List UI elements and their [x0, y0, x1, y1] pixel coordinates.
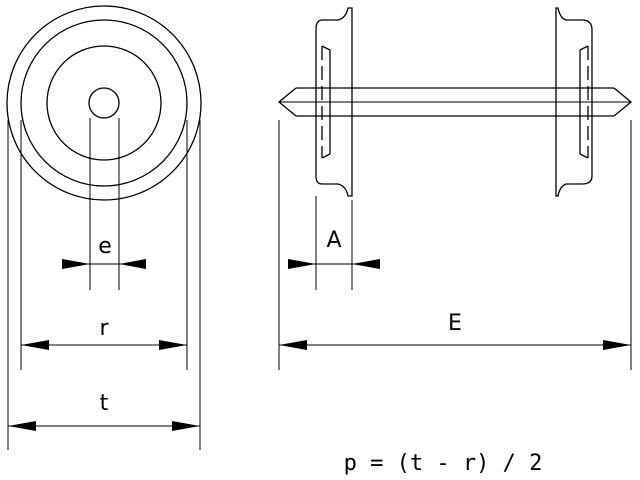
side-view-extension-lines: [7, 118, 201, 450]
wheel-tread-circle: [20, 19, 188, 187]
wheel-side-view: [6, 5, 202, 201]
label-e: e: [98, 234, 112, 259]
wheelset-front-view: [277, 7, 633, 197]
label-E: E: [448, 311, 462, 336]
label-r: r: [99, 316, 109, 341]
dimension-r: r: [21, 316, 187, 350]
right-wheel-profile: [555, 7, 593, 197]
axle-hole-circle: [88, 87, 120, 119]
wheel-hub-circle: [46, 45, 162, 161]
wheel-flange-circle: [6, 5, 202, 201]
dimension-E: E: [279, 311, 631, 350]
left-wheel-profile: [315, 7, 353, 197]
label-t: t: [100, 391, 109, 416]
dimension-e: e: [62, 234, 146, 269]
label-A: A: [326, 228, 341, 253]
dimension-t: t: [8, 391, 200, 431]
formula-text: p = (t - r) / 2: [344, 451, 543, 476]
dimension-A: A: [288, 228, 380, 269]
front-view-extension-lines: [278, 120, 632, 370]
